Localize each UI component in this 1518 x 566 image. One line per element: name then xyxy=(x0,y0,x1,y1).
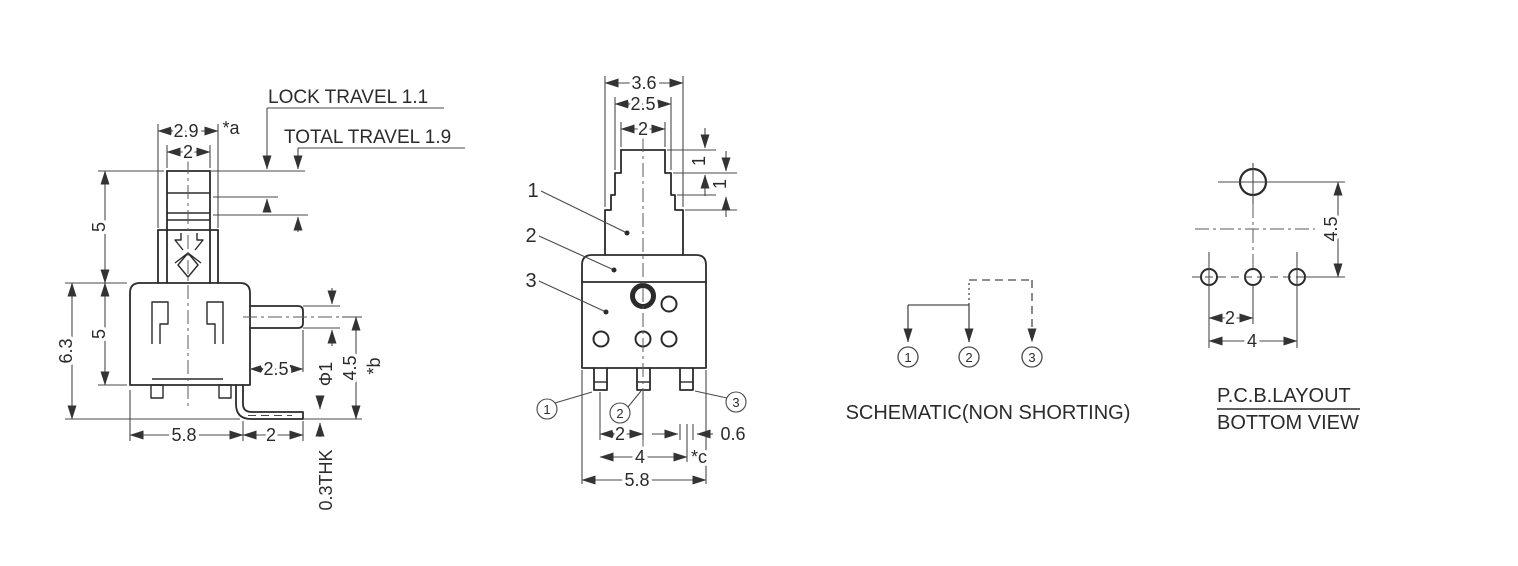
dim-vertical-offset: 4.5 xyxy=(1321,216,1341,241)
schematic-terminal-number-3: 3 xyxy=(1028,350,1035,365)
front-body xyxy=(581,254,707,369)
part-label-1: 1 xyxy=(527,180,538,202)
schematic-terminal-number-2: 2 xyxy=(965,350,972,365)
dim-front-stem-width: 2 xyxy=(638,119,648,139)
dim-bushing-width: 3.6 xyxy=(631,73,656,93)
note-c: *c xyxy=(691,447,707,467)
note-b: *b xyxy=(364,357,384,374)
lock-travel-label: LOCK TRAVEL 1.1 xyxy=(268,87,428,108)
note-a: *a xyxy=(222,118,240,138)
dim-terminal-pitch: 2 xyxy=(615,424,625,444)
leader-dot-2 xyxy=(611,267,617,273)
leader-dot-3 xyxy=(603,309,609,315)
dim-pin-center-height: 4.5 xyxy=(340,355,360,380)
schematic-terminal-3 xyxy=(1021,346,1043,368)
terminal-number-2: 2 xyxy=(616,406,623,421)
dim-lower-step: 1 xyxy=(710,179,730,189)
side-bent-terminal xyxy=(235,384,304,420)
dim-cap-outer-width: 2.9 xyxy=(173,121,198,141)
front-step-dims: 1 1 xyxy=(667,128,737,217)
leader-dot-1 xyxy=(624,230,630,236)
front-terminal-numbers: 1 2 3 xyxy=(536,390,747,424)
dim-stem-width: 2 xyxy=(183,142,193,162)
side-mount-foot-right xyxy=(218,384,232,399)
terminal-circle-1 xyxy=(536,398,558,420)
side-bottom-dims: 5.8 2 xyxy=(129,390,304,449)
front-view: 1 2 3 1 2 3 xyxy=(525,70,749,494)
terminal-circle-3 xyxy=(725,391,747,413)
pcb-dims: 4.5 2 4 xyxy=(1208,181,1345,355)
schematic-terminal-2 xyxy=(958,346,980,368)
front-terminals xyxy=(593,367,694,391)
dim-terminal-width: 0.6 xyxy=(720,424,745,444)
dim-upper-step: 1 xyxy=(689,156,709,166)
dim-terminal-thickness: 0.3THK xyxy=(316,449,336,510)
side-height-dims: 5 5 6.3 xyxy=(53,170,240,420)
terminal-circle-2 xyxy=(609,402,631,424)
schematic-terminal-1 xyxy=(897,346,919,368)
dim-terminal-span: 4 xyxy=(635,447,645,467)
dim-overall-height: 6.3 xyxy=(56,338,76,363)
front-hole-lower-left xyxy=(592,330,610,348)
dim-front-body-width: 5.8 xyxy=(624,470,649,490)
side-mount-foot-left xyxy=(150,384,164,399)
schematic-terminal-number-1: 1 xyxy=(904,350,911,365)
side-view: LOCK TRAVEL 1.1 TOTAL TRAVEL 1.9 2.9 *a … xyxy=(53,87,465,514)
dim-foot-extension: 2 xyxy=(266,425,276,445)
schematic-caption: SCHEMATIC(NON SHORTING) xyxy=(846,402,1131,424)
pcb-caption-line1: P.C.B.LAYOUT xyxy=(1217,385,1351,407)
front-bottom-dims: 2 0.6 4 *c 5.8 xyxy=(581,370,749,494)
dim-side-pin-length: 2.5 xyxy=(263,359,288,379)
terminal-number-1: 1 xyxy=(543,402,550,417)
dim-stem-height: 5 xyxy=(89,222,109,232)
pcb-caption-line2: BOTTOM VIEW xyxy=(1217,412,1359,434)
lock-cam-detail xyxy=(174,233,204,278)
travel-annotations: LOCK TRAVEL 1.1 TOTAL TRAVEL 1.9 xyxy=(210,87,465,232)
dim-body-height: 5 xyxy=(89,329,109,339)
part-label-2: 2 xyxy=(525,225,536,247)
schematic: 1 2 3 SCHEMATIC(NON SHORTING) xyxy=(846,279,1131,424)
pcb-layout: 4.5 2 4 P.C.B.LAYOUT BOTTOM VIEW xyxy=(1192,163,1360,434)
front-part-labels: 1 2 3 xyxy=(525,180,630,315)
side-pin-dims: 2.5 Φ1 4.5 *b 0.3THK xyxy=(249,288,388,514)
dim-collar-width: 2.5 xyxy=(630,94,655,114)
dim-hole-pitch: 2 xyxy=(1225,308,1235,328)
front-hole-lower-right xyxy=(660,330,678,348)
terminal-number-3: 3 xyxy=(732,395,739,410)
dim-side-pin-diameter: Φ1 xyxy=(316,362,336,386)
side-top-dims: 2.9 *a 2 xyxy=(157,115,244,228)
part-label-3: 3 xyxy=(525,270,536,292)
front-top-dims: 3.6 2.5 2 xyxy=(604,70,684,207)
front-hole-upper-right xyxy=(660,295,678,313)
dim-hole-span: 4 xyxy=(1247,331,1257,351)
side-body xyxy=(129,282,251,399)
total-travel-label: TOTAL TRAVEL 1.9 xyxy=(284,127,451,148)
dim-body-width: 5.8 xyxy=(171,425,196,445)
